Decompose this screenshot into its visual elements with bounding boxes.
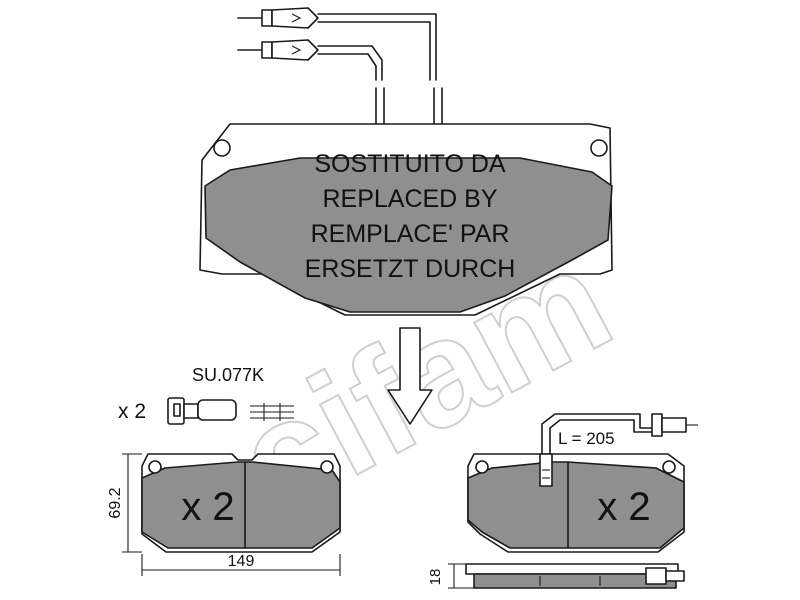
- notice-line-1: SOSTITUITO DA: [314, 150, 506, 178]
- pad-side-profile: 18: [427, 563, 685, 589]
- accessory-code: SU.077K: [192, 365, 264, 385]
- mounting-hole-right: [590, 139, 608, 157]
- accessory-quantity: x 2: [118, 400, 146, 423]
- accessory-kit: SU.077K x 2: [118, 365, 294, 425]
- friction-material-right: [467, 461, 685, 549]
- thickness-label: 18: [427, 569, 444, 586]
- notice-line-2: REPLACED BY: [322, 185, 497, 213]
- friction-material-left: [141, 461, 341, 549]
- arrow-down-icon: [387, 327, 433, 425]
- pad-left: x 2 69.2 149: [107, 453, 341, 576]
- pad-left-quantity: x 2: [181, 485, 234, 529]
- replaced-pad-top: SOSTITUITO DA REPLACED BY REMPLACE' PAR …: [199, 123, 613, 316]
- mounting-hole-left: [213, 139, 231, 157]
- pad-right-quantity: x 2: [597, 485, 650, 529]
- profile-friction-layer: [473, 573, 677, 589]
- sensor-wires-top: [237, 7, 443, 127]
- pad-right: x 2 L = 205: [467, 413, 698, 553]
- pad-left-width-label: 149: [228, 553, 255, 570]
- notice-line-4: ERSETZT DURCH: [305, 255, 516, 283]
- notice-line-3: REMPLACE' PAR: [311, 220, 510, 248]
- wire-length-label: L = 205: [558, 429, 615, 448]
- pad-left-height-label: 69.2: [107, 487, 124, 518]
- friction-material-top: [204, 157, 613, 313]
